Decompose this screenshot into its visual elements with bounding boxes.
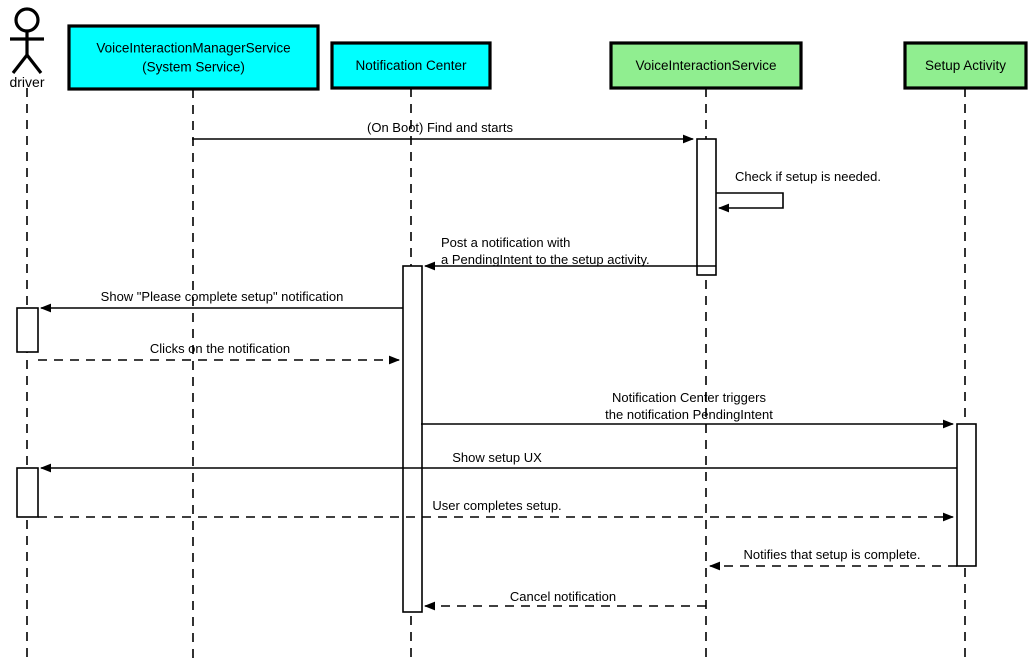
participant-setup-activity[interactable]: Setup Activity xyxy=(903,41,1028,90)
participant-label-notification-center: Notification Center xyxy=(355,58,467,73)
participant-notification-center[interactable]: Notification Center xyxy=(330,41,492,90)
actor-leg-left-icon xyxy=(11,54,29,74)
message-label-7: Show setup UX xyxy=(452,450,542,465)
message-show-setup-ux[interactable]: Show setup UX xyxy=(40,450,957,473)
message-label-4: Show "Please complete setup" notificatio… xyxy=(101,289,344,304)
participant-label-vis: VoiceInteractionService xyxy=(635,58,776,73)
message-user-completes-setup[interactable]: User completes setup. xyxy=(38,498,954,522)
message-label-1: (On Boot) Find and starts xyxy=(367,120,513,135)
message-label-3-line1: Post a notification with xyxy=(441,235,570,250)
participant-voiceinteractionservice[interactable]: VoiceInteractionService xyxy=(609,41,803,90)
participant-box-vims xyxy=(67,24,320,91)
message-label-9: Notifies that setup is complete. xyxy=(743,547,920,562)
activation-bar-voiceinteractionservice xyxy=(696,138,717,276)
message-label-8: User completes setup. xyxy=(432,498,561,513)
message-on-boot-find-and-starts[interactable]: (On Boot) Find and starts xyxy=(192,120,694,144)
message-cancel-notification[interactable]: Cancel notification xyxy=(424,589,706,611)
message-label-10: Cancel notification xyxy=(510,589,616,604)
actor-driver[interactable]: driver xyxy=(9,7,45,90)
participant-label-vims-line1: VoiceInteractionManagerService xyxy=(96,41,290,56)
message-label-5: Clicks on the notification xyxy=(150,341,290,356)
message-post-a-notification[interactable]: Post a notification with a PendingIntent… xyxy=(424,235,716,271)
participant-voiceinteractionmanagerservice[interactable]: VoiceInteractionManagerService (System S… xyxy=(67,24,320,91)
activation-bar-setup-activity xyxy=(956,423,977,567)
activation-bar-notification-center xyxy=(402,265,423,613)
message-label-6-line2: the notification PendingIntent xyxy=(605,407,773,422)
message-label-6-line1: Notification Center triggers xyxy=(612,390,766,405)
message-notifies-that-setup-is-complete[interactable]: Notifies that setup is complete. xyxy=(709,547,957,571)
message-label-2: Check if setup is needed. xyxy=(735,169,881,184)
message-check-if-setup-is-needed[interactable]: Check if setup is needed. xyxy=(716,169,881,213)
actor-leg-right-icon xyxy=(25,54,43,74)
message-show-please-complete-setup-notification[interactable]: Show "Please complete setup" notificatio… xyxy=(40,289,403,313)
activation-bar-driver-2 xyxy=(16,467,39,518)
activation-bar-driver-1 xyxy=(16,307,39,353)
message-label-3-line2: a PendingIntent to the setup activity. xyxy=(441,252,650,267)
participant-box-vis xyxy=(609,41,803,90)
message-notification-center-triggers-pendingintent[interactable]: Notification Center triggers the notific… xyxy=(421,390,954,429)
actor-head-icon xyxy=(14,7,40,33)
participant-label-setup-activity: Setup Activity xyxy=(925,58,1006,73)
actor-driver-label: driver xyxy=(9,74,44,90)
participant-box-notification-center xyxy=(330,41,492,90)
message-clicks-on-the-notification[interactable]: Clicks on the notification xyxy=(38,341,400,365)
activation-bars-group xyxy=(16,138,977,613)
message-line-2-self xyxy=(716,192,784,213)
participant-label-vims-line2: (System Service) xyxy=(142,60,245,75)
participant-box-setup-activity xyxy=(903,41,1028,90)
